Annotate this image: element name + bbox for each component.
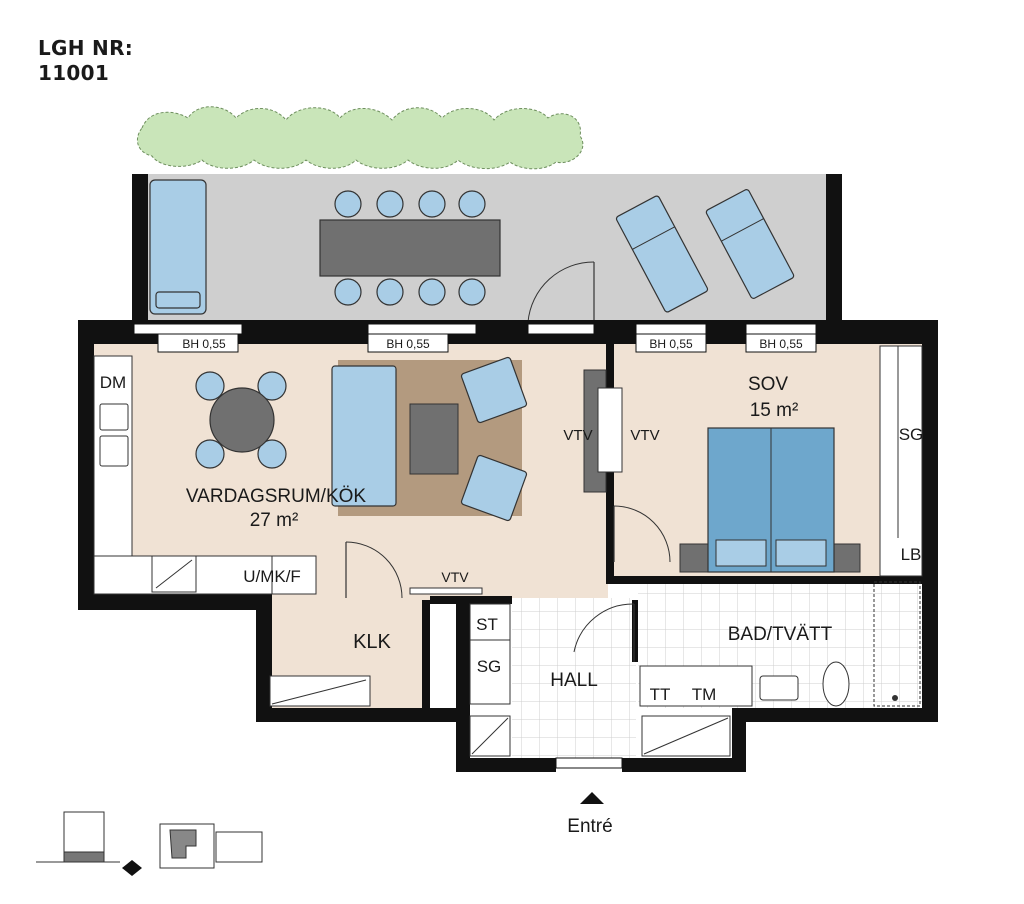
apartment-number-label: LGH NR: bbox=[38, 36, 134, 60]
closet-shelf-line bbox=[271, 679, 367, 705]
coffee-table bbox=[409, 403, 459, 475]
terrace-dining-set bbox=[319, 190, 501, 306]
bedroom-name: SOV bbox=[748, 374, 788, 395]
hall-shelf-line bbox=[471, 717, 509, 755]
entrance-arrow bbox=[580, 792, 604, 804]
sill-label: BH 0,55 bbox=[649, 337, 693, 351]
apartment-number-value: 11001 bbox=[38, 61, 110, 85]
closet-shelf bbox=[269, 675, 371, 707]
sill-label: BH 0,55 bbox=[759, 337, 803, 351]
bedroom-area: 15 m² bbox=[750, 400, 799, 421]
vtv-label: VTV bbox=[630, 427, 659, 444]
hall-floor bbox=[512, 598, 636, 758]
shower-area bbox=[873, 581, 921, 707]
linen-cabinet-label: LB bbox=[901, 545, 922, 564]
terrace-wall-right bbox=[826, 174, 842, 322]
bathroom-name: BAD/TVÄTT bbox=[728, 624, 833, 645]
hall-tv-outlet bbox=[409, 587, 483, 595]
floor-drain bbox=[892, 695, 898, 701]
dishwasher-label: DM bbox=[100, 373, 126, 392]
laundry-counter bbox=[639, 665, 753, 707]
tumble-dryer-label: TT bbox=[650, 685, 671, 704]
bath-cabinet bbox=[641, 715, 731, 757]
hall-cabinets bbox=[469, 603, 511, 705]
fridge-freezer-label: U/MK/F bbox=[243, 567, 301, 586]
storage-label: ST bbox=[476, 615, 498, 634]
bedroom-door bbox=[613, 505, 671, 563]
kitchen-counter bbox=[93, 355, 317, 595]
terrace-door bbox=[527, 261, 595, 323]
armchair bbox=[460, 356, 528, 424]
site-plan-thumbnail bbox=[159, 823, 263, 869]
hedge-greenery bbox=[136, 106, 584, 170]
sill-label: BH 0,55 bbox=[182, 337, 226, 351]
building-elevation-thumbnail bbox=[36, 811, 120, 863]
terrace-wall-left bbox=[132, 174, 148, 322]
sill-label-group: BH 0,55 BH 0,55 BH 0,55 BH 0,55 bbox=[157, 333, 817, 353]
wardrobe bbox=[879, 345, 923, 577]
bath-cabinet-line bbox=[643, 717, 729, 755]
armchair bbox=[460, 454, 528, 522]
deck-chair bbox=[705, 189, 795, 299]
vtv-label: VTV bbox=[563, 427, 592, 444]
entrance-label: Entré bbox=[567, 816, 612, 837]
wardrobe-label: SG bbox=[899, 425, 924, 444]
washing-machine-label: TM bbox=[692, 685, 717, 704]
tv-wall bbox=[597, 387, 623, 473]
dining-set bbox=[195, 371, 287, 469]
toilet bbox=[822, 661, 850, 707]
closet-room-name: KLK bbox=[353, 631, 391, 653]
sun-lounger bbox=[149, 179, 207, 315]
closet-door bbox=[345, 541, 403, 599]
deck-chair bbox=[615, 195, 709, 313]
hall-wardrobe-label: SG bbox=[477, 657, 502, 676]
hall-name: HALL bbox=[550, 670, 598, 691]
sill-label: BH 0,55 bbox=[386, 337, 430, 351]
sink bbox=[759, 675, 799, 701]
north-arrow-icon bbox=[122, 860, 142, 876]
living-room-area: 27 m² bbox=[250, 510, 299, 531]
living-room-name: VARDAGSRUM/KÖK bbox=[186, 486, 367, 507]
bath-door bbox=[573, 603, 635, 662]
vtv-label: VTV bbox=[441, 569, 469, 585]
sofa bbox=[331, 365, 397, 507]
double-bed bbox=[707, 427, 835, 573]
